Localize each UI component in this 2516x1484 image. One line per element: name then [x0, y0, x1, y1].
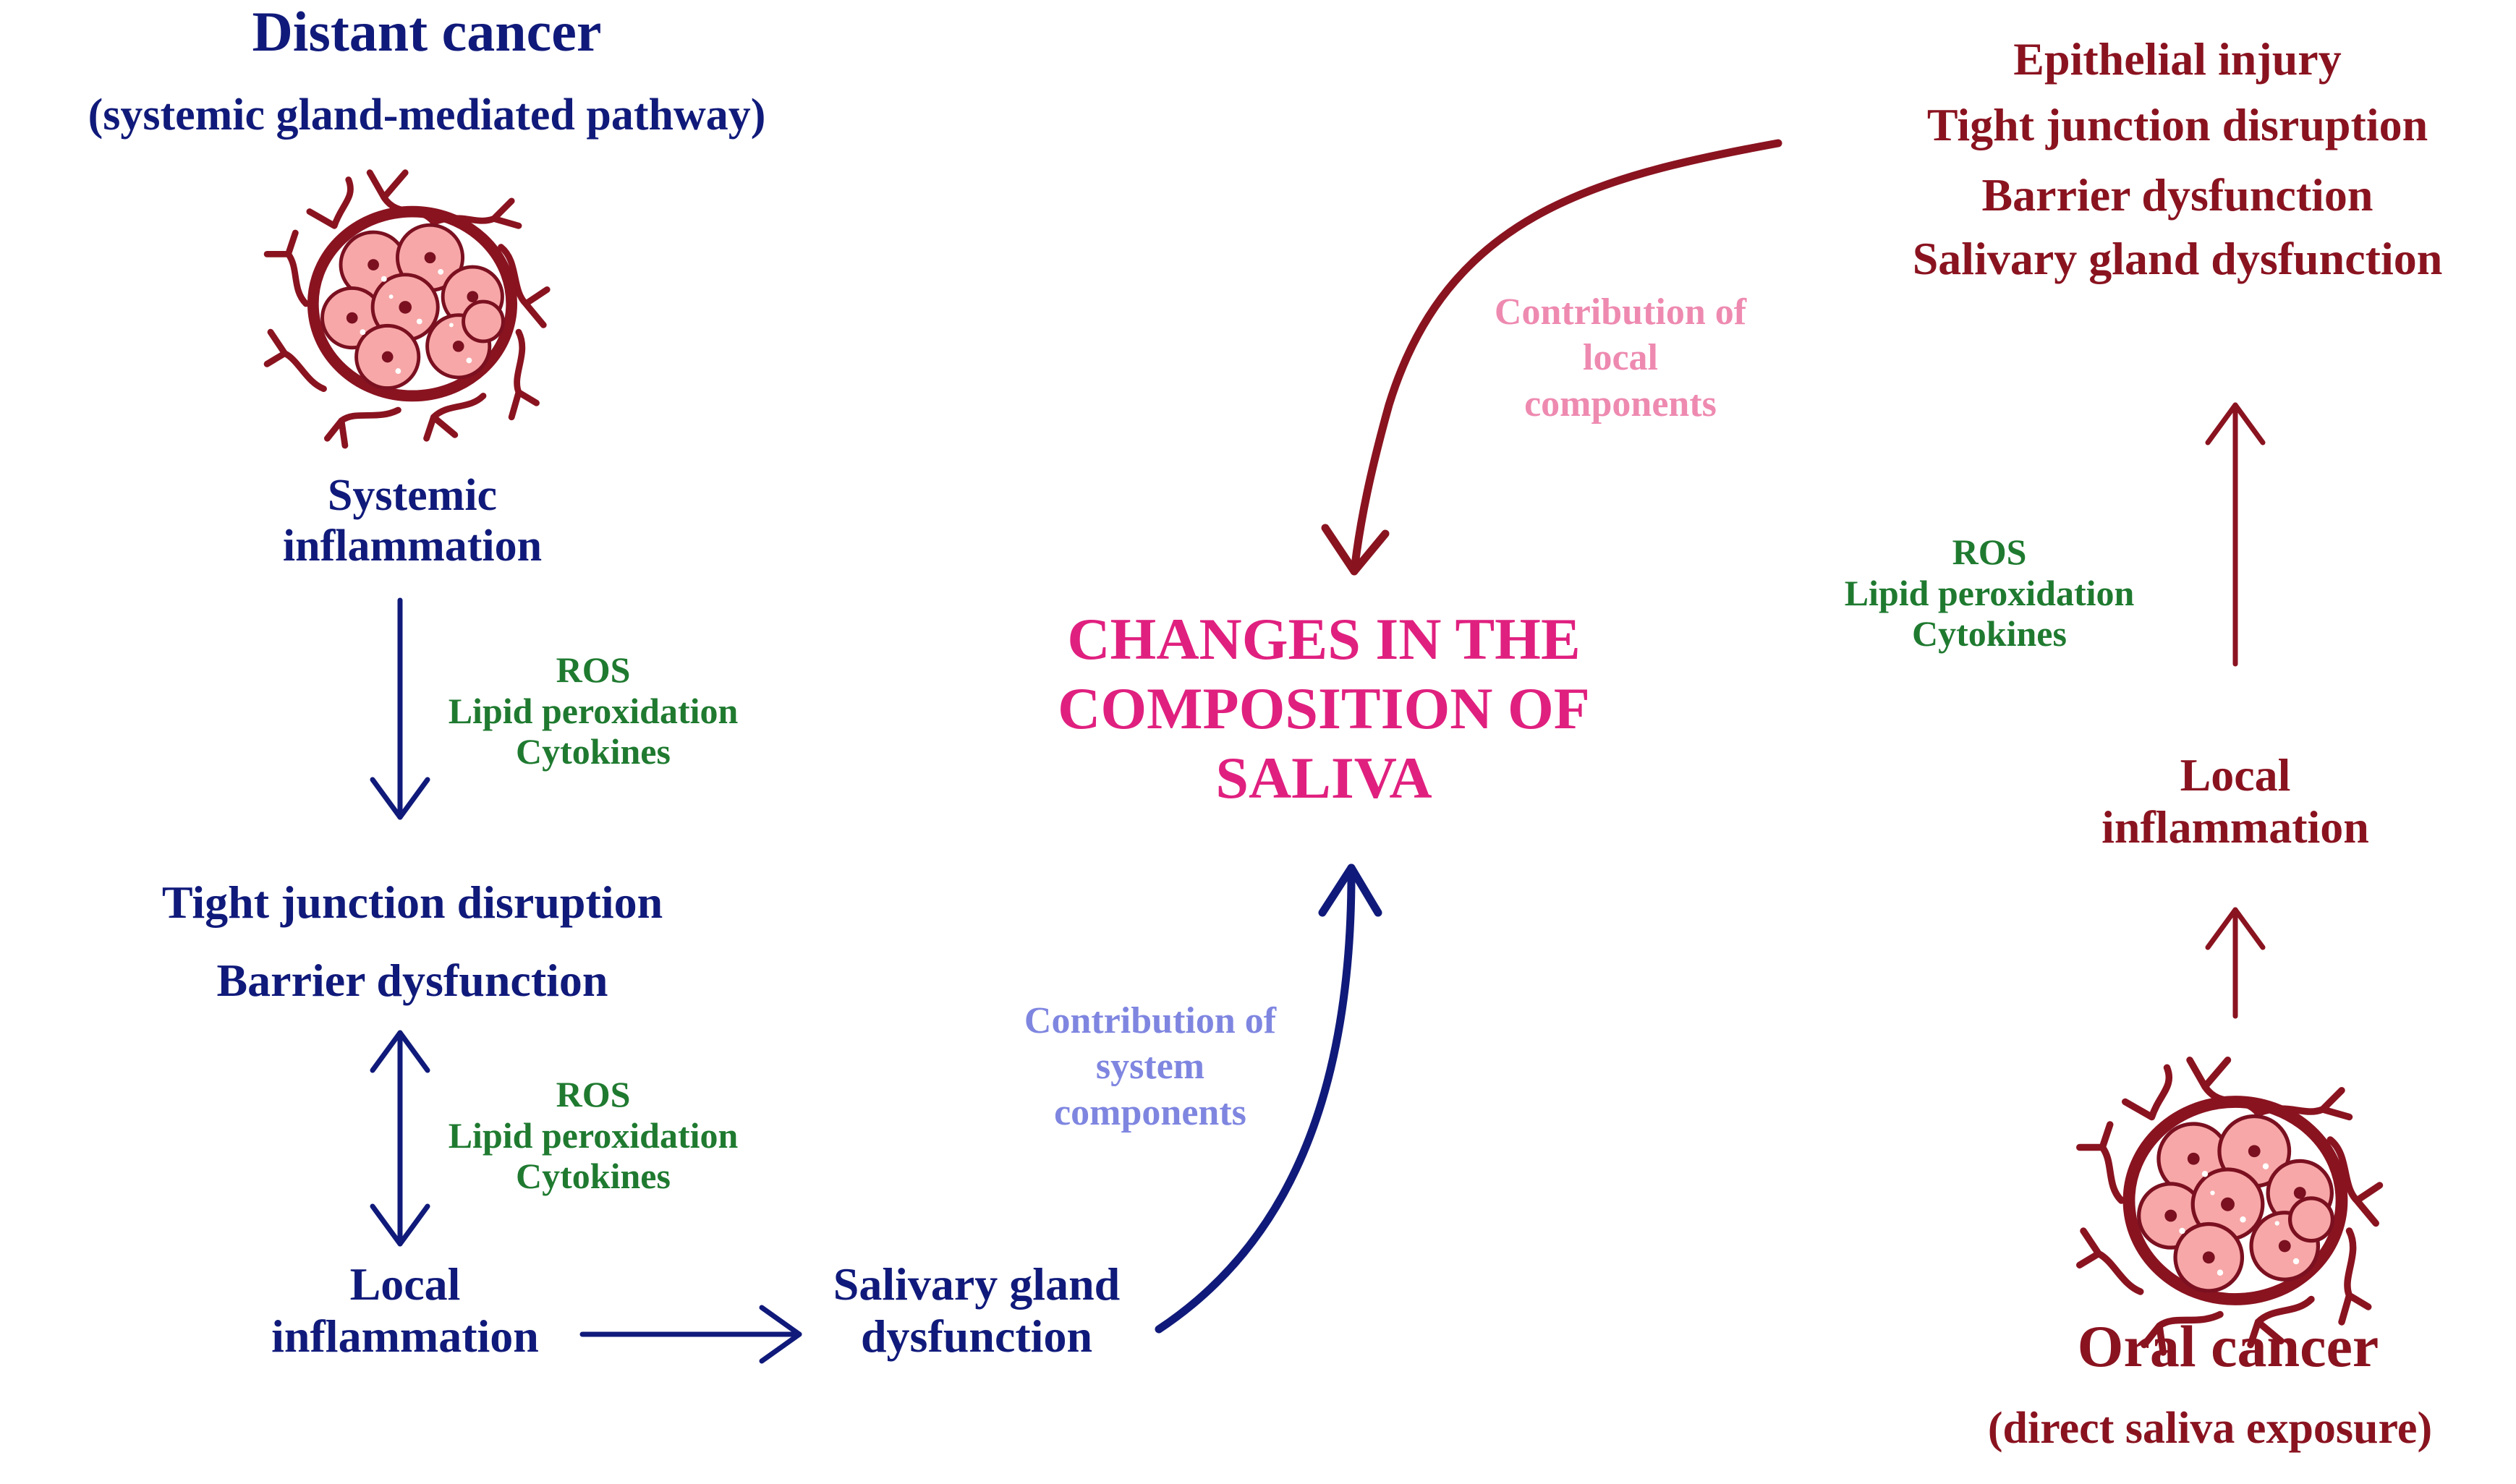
label-line: dysfunction	[860, 1310, 1093, 1363]
label-line: Local	[2180, 749, 2291, 801]
mediator-ros: ROS	[556, 649, 631, 690]
mediator-cytokines: Cytokines	[516, 1156, 671, 1196]
local-effects-list: Epithelial injury Tight junction disrupt…	[1837, 29, 2516, 288]
arrow-local-contribution	[1350, 139, 1782, 576]
distant-tumor-icon	[267, 173, 547, 445]
local-inflammation-left-label: Local inflammation	[181, 1258, 629, 1363]
mediator-ros: ROS	[1952, 532, 2027, 572]
label-line: Contribution of	[1024, 1000, 1277, 1041]
barrier-disruption-label: Tight junction disruption Barrier dysfun…	[72, 863, 752, 1019]
mediators-label-upper: ROS Lipid peroxidation Cytokines	[405, 649, 781, 772]
label-line: Barrier dysfunction	[216, 954, 608, 1006]
salivary-gland-dysfunction-label: Salivary gland dysfunction	[752, 1258, 1201, 1363]
label-line: inflammation	[271, 1310, 539, 1363]
mediator-lipid-peroxidation: Lipid peroxidation	[448, 690, 739, 731]
oral-cancer-title: Oral cancer	[2077, 1313, 2379, 1379]
label-line: Local	[349, 1258, 461, 1310]
label-line: local	[1583, 337, 1658, 379]
label-line: Systemic	[327, 471, 498, 520]
mediator-cytokines: Cytokines	[1912, 613, 2067, 654]
system-contribution-label: Contribution of system components	[940, 998, 1360, 1135]
effect-tight-junction: Tight junction disruption	[1926, 99, 2428, 151]
label-line: components	[1524, 383, 1717, 425]
arrow-system-contribution	[1155, 863, 1356, 1334]
local-contribution-label: Contribution of local components	[1418, 289, 1823, 427]
effect-epithelial-injury: Epithelial injury	[2013, 33, 2342, 85]
mediators-label-lower: ROS Lipid peroxidation Cytokines	[405, 1074, 781, 1197]
oral-cancer-subtitle: (direct saliva exposure)	[1987, 1404, 2433, 1453]
effect-barrier: Barrier dysfunction	[1981, 169, 2373, 221]
label-line: components	[1054, 1091, 1246, 1133]
label-line: Tight junction disruption	[161, 877, 663, 928]
oral-tumor-icon	[2080, 1060, 2380, 1352]
local-inflammation-right-label: Local inflammation	[2011, 749, 2460, 854]
label-line: Salivary gland	[833, 1258, 1121, 1310]
title-line: CHANGES IN THE	[1067, 606, 1581, 672]
systemic-inflammation-label: Systemic inflammation	[188, 470, 637, 571]
mediator-lipid-peroxidation: Lipid peroxidation	[448, 1114, 739, 1156]
label-line: Contribution of	[1494, 291, 1747, 333]
mediator-cytokines: Cytokines	[516, 731, 671, 772]
distant-cancer-subtitle: (systemic gland-mediated pathway)	[88, 90, 766, 140]
label-line: inflammation	[282, 521, 543, 571]
label-line: system	[1095, 1046, 1205, 1088]
mediator-lipid-peroxidation: Lipid peroxidation	[1844, 572, 2135, 613]
title-line: COMPOSITION OF	[1058, 675, 1590, 741]
title-line: SALIVA	[1215, 744, 1432, 811]
saliva-composition-title: CHANGES IN THE COMPOSITION OF SALIVA	[962, 605, 1686, 813]
effect-salivary-gland: Salivary gland dysfunction	[1912, 233, 2443, 285]
mediator-ros: ROS	[556, 1074, 631, 1114]
distant-cancer-title: Distant cancer	[252, 0, 602, 63]
mediators-label-right: ROS Lipid peroxidation Cytokines	[1801, 532, 2177, 654]
label-line: inflammation	[2101, 801, 2369, 853]
